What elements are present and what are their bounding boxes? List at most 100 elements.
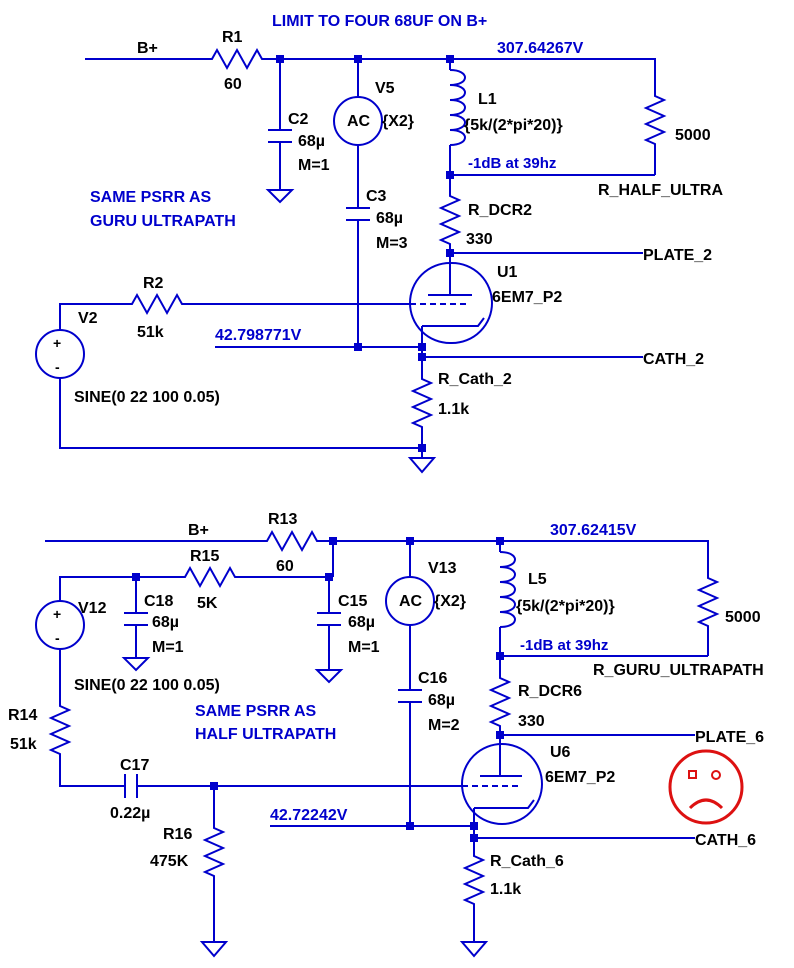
label-v12-name: V12 <box>78 600 107 617</box>
label-r14-value: 51k <box>10 736 37 753</box>
v12-plus: + <box>53 606 61 622</box>
resistor-r1 <box>205 47 280 71</box>
label-c3-value: 68µ <box>376 210 403 227</box>
tube-u6 <box>461 743 543 825</box>
label-r-half-value: 5000 <box>675 127 711 144</box>
resistor-r2 <box>125 292 358 316</box>
label-c15-value: 68µ <box>348 614 375 631</box>
wire-plate-6 <box>499 734 695 776</box>
label-u6-name: U6 <box>550 744 571 761</box>
label-r13-value: 60 <box>276 558 294 575</box>
resistor-r13 <box>260 529 333 553</box>
resistor-r-guru <box>696 572 720 656</box>
resistor-r14 <box>48 700 125 787</box>
wire-bplus-rail-bot <box>333 540 709 572</box>
label-v5-ac: AC <box>347 113 371 130</box>
capacitor-c3 <box>346 207 370 221</box>
label-r-cath-2-name: R_Cath_2 <box>438 371 512 388</box>
label-c18-value: 68µ <box>152 614 179 631</box>
v12-minus: - <box>55 630 60 646</box>
top-circuit <box>35 47 667 474</box>
resistor-r-cath-2 <box>410 373 434 458</box>
label-r1-value: 60 <box>224 76 242 93</box>
ground-c18 <box>121 657 151 672</box>
label-c18-mult: M=1 <box>152 639 184 656</box>
label-v13-ac: AC <box>399 593 423 610</box>
inductor-l5 <box>499 551 516 628</box>
ground-c15 <box>314 669 344 684</box>
label-r13-name: R13 <box>268 511 297 528</box>
label-r15-name: R15 <box>190 548 219 565</box>
title-top: LIMIT TO FOUR 68UF ON B+ <box>272 13 487 30</box>
v2-plus: + <box>53 335 61 351</box>
label-v12-value: SINE(0 22 100 0.05) <box>74 677 220 694</box>
label-r-dcr6-name: R_DCR6 <box>518 683 582 700</box>
label-r-half-name: R_HALF_ULTRA <box>598 182 723 199</box>
capacitor-c17 <box>124 774 138 798</box>
label-l1-value: {5k/(2*pi*20)} <box>464 117 563 134</box>
label-l1-name: L1 <box>478 91 497 108</box>
ground-bottom <box>459 941 489 958</box>
label-bplus-bot: B+ <box>188 522 209 539</box>
capacitor-c15 <box>317 612 341 626</box>
label-r-guru-name: R_GURU_ULTRAPATH <box>593 662 764 679</box>
label-v13-name: V13 <box>428 560 457 577</box>
label-u1-name: U1 <box>497 264 518 281</box>
note-bot-2: HALF ULTRAPATH <box>195 726 336 743</box>
resistor-r-dcr6 <box>488 672 512 735</box>
label-db-top: -1dB at 39hz <box>468 155 556 172</box>
resistor-r16 <box>202 822 226 942</box>
label-v13-value: {X2} <box>434 593 466 610</box>
label-u1-value: 6EM7_P2 <box>492 289 562 306</box>
wire-plate-2 <box>449 252 643 295</box>
label-r14-name: R14 <box>8 707 37 724</box>
label-db-bot: -1dB at 39hz <box>520 637 608 654</box>
wire-v2-top <box>59 303 125 330</box>
label-volt-bplus-top: 307.64267V <box>497 40 584 57</box>
note-top-2: GURU ULTRAPATH <box>90 213 236 230</box>
resistor-r-dcr2 <box>438 190 462 253</box>
label-l5-name: L5 <box>528 571 547 588</box>
label-plate-2: PLATE_2 <box>643 247 712 264</box>
label-c2-mult: M=1 <box>298 157 330 174</box>
label-v5-name: V5 <box>375 80 395 97</box>
label-cath-2: CATH_2 <box>643 351 704 368</box>
source-v5 <box>333 96 383 146</box>
label-r-cath-2-value: 1.1k <box>438 401 469 418</box>
label-c15-name: C15 <box>338 593 367 610</box>
label-plate-6: PLATE_6 <box>695 729 764 746</box>
label-r15-value: 5K <box>197 595 218 612</box>
label-c3-mult: M=3 <box>376 235 408 252</box>
wire-cath-2 <box>421 326 643 373</box>
resistor-r-half-ultra <box>643 90 667 175</box>
label-c17-name: C17 <box>120 757 149 774</box>
label-r-cath-6-value: 1.1k <box>490 881 521 898</box>
label-c16-name: C16 <box>418 670 447 687</box>
tube-u1-cathode <box>422 317 485 327</box>
resistor-r15 <box>178 565 333 589</box>
label-volt-cath-top: 42.798771V <box>215 327 302 344</box>
label-r16-name: R16 <box>163 826 192 843</box>
label-c17-value: 0.22µ <box>110 805 150 822</box>
ground-r16 <box>199 941 229 958</box>
label-u6-value: 6EM7_P2 <box>545 769 615 786</box>
label-r-dcr2-value: 330 <box>466 231 493 248</box>
inductor-l1 <box>449 69 466 146</box>
label-r-guru-value: 5000 <box>725 609 761 626</box>
wire-v2-bottom <box>59 378 422 449</box>
label-r2-value: 51k <box>137 324 164 341</box>
label-v5-value: {X2} <box>382 113 414 130</box>
ground-top <box>407 457 437 474</box>
sad-face-icon <box>668 749 744 825</box>
label-l5-value: {5k/(2*pi*20)} <box>516 598 615 615</box>
label-bplus-top: B+ <box>137 40 158 57</box>
label-r1-name: R1 <box>222 29 243 46</box>
ground-c2 <box>265 189 295 204</box>
label-c3-name: C3 <box>366 188 387 205</box>
label-v2-name: V2 <box>78 310 98 327</box>
label-volt-bplus-bot: 307.62415V <box>550 522 637 539</box>
label-volt-cath-bot: 42.72242V <box>270 807 348 824</box>
label-c18-name: C18 <box>144 593 173 610</box>
v2-minus: - <box>55 359 60 375</box>
